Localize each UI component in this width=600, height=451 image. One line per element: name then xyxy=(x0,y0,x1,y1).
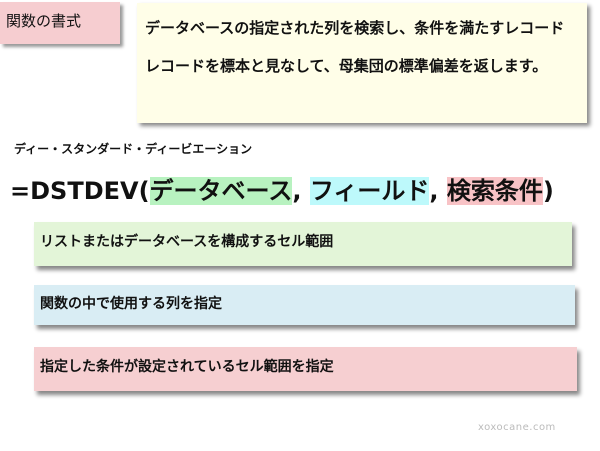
watermark: xoxocane.com xyxy=(478,422,556,433)
formula-suffix: ) xyxy=(542,177,554,205)
arg-database: データベース xyxy=(149,177,293,205)
arg-criteria-description: 指定した条件が設定されているセル範囲を指定 xyxy=(34,347,577,391)
formula-prefix: =DSTDEV( xyxy=(10,177,150,205)
function-description: データベースの指定された列を検索し、条件を満たすレコードレコードを標本と見なして… xyxy=(137,3,587,123)
arg-field-description: 関数の中で使用する列を指定 xyxy=(34,285,575,325)
function-reading: ディー・スタンダード・ディービエーション xyxy=(14,142,253,156)
formula-syntax: =DSTDEV(データベース, フィールド, 検索条件) xyxy=(10,172,554,210)
section-title: 関数の書式 xyxy=(0,2,120,44)
separator: , xyxy=(292,177,310,205)
separator: , xyxy=(429,177,447,205)
arg-database-description: リストまたはデータベースを構成するセル範囲 xyxy=(34,222,572,266)
arg-field: フィールド xyxy=(309,177,430,205)
arg-criteria: 検索条件 xyxy=(446,177,543,205)
